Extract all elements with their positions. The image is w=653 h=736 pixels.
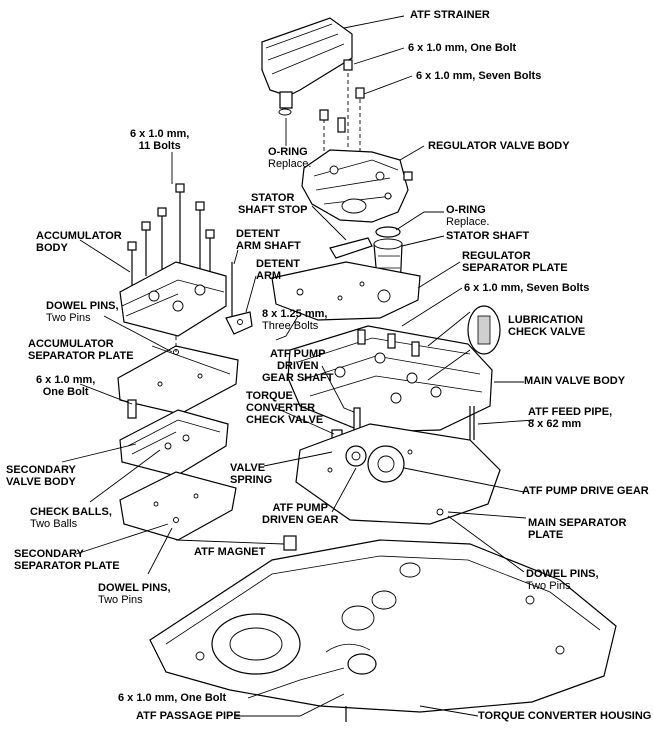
pump-gears-part [345,445,405,483]
secondary-separator-plate-part [119,471,237,541]
label-check-balls: CHECK BALLS,Two Balls [30,506,112,530]
label-bolt-one-top: 6 x 1.0 mm, One Bolt [408,42,517,54]
torque-converter-housing-part [149,539,617,722]
accumulator-separator-plate-part [117,336,239,415]
leader-lines [61,15,535,717]
label-bolt-three: 8 x 1.25 mm,Three Bolts [262,308,328,332]
atf-magnet-part [283,535,297,551]
accumulator-body-part [119,261,227,337]
label-bolt-eleven: 6 x 1.0 mm,11 Bolts [130,128,190,152]
label-dowel-pins-top: DOWEL PINS,Two Pins [46,300,119,324]
main-valve-body-part [287,325,493,433]
label-stator-shaft: STATOR SHAFT [446,230,530,242]
label-bolt-seven-top: 6 x 1.0 mm, Seven Bolts [416,70,542,82]
label-bolt-one-mid: 6 x 1.0 mm,One Bolt [36,374,96,398]
label-torque-converter-housing: TORQUE CONVERTER HOUSING [478,710,652,722]
lubrication-check-valve-inset [427,305,501,381]
label-atf-passage-pipe: ATF PASSAGE PIPE [136,710,241,722]
label-regulator-valve-body: REGULATOR VALVE BODY [428,140,570,152]
label-bolt-one-bottom: 6 x 1.0 mm, One Bolt [118,692,227,704]
label-atf-pump-drive-gear: ATF PUMP DRIVE GEAR [522,485,649,497]
atf-feed-pipe-part [469,406,475,440]
detent-arm-part [225,262,253,335]
label-atf-strainer: ATF STRAINER [410,9,490,21]
label-bolt-seven-mid: 6 x 1.0 mm, Seven Bolts [464,282,590,294]
regulator-valve-body-part [301,149,413,223]
label-atf-feed-pipe: ATF FEED PIPE,8 x 62 mm [528,406,613,430]
regulator-separator-plate-part [271,261,421,321]
label-dowel-pins-left: DOWEL PINS,Two Pins [98,582,171,606]
label-atf-magnet: ATF MAGNET [194,546,266,558]
label-dowel-pins-right: DOWEL PINS,Two Pins [526,568,599,592]
secondary-valve-body-part [119,399,229,477]
atf-strainer-part [261,17,353,116]
label-main-valve-body: MAIN VALVE BODY [524,375,626,387]
regulator-bolts [319,59,365,168]
